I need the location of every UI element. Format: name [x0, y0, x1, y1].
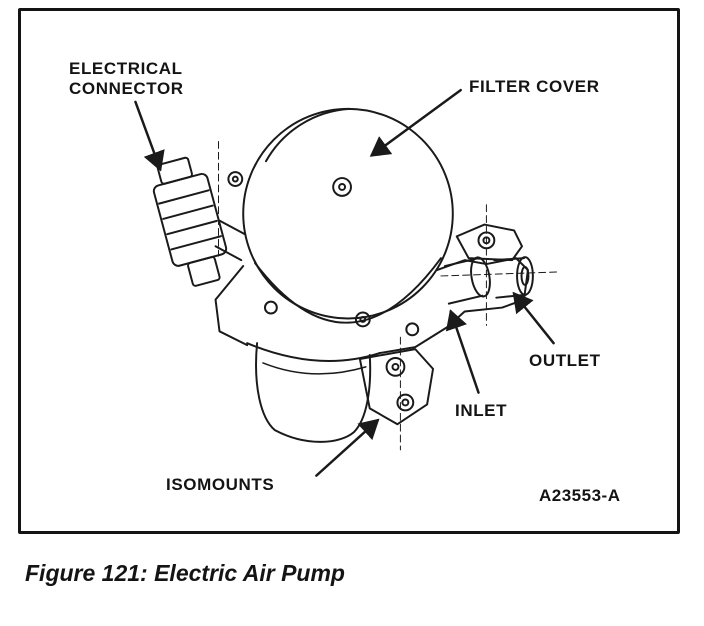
filter-cover-shape [242, 107, 454, 324]
electrical-connector-shape [152, 156, 228, 287]
inlet-tube-shape [443, 256, 491, 305]
leader-filter-cover [369, 88, 462, 157]
label-outlet: OUTLET [529, 351, 601, 370]
label-inlet: INLET [455, 401, 508, 420]
leader-inlet [445, 309, 480, 394]
label-filter-cover: FILTER COVER [469, 77, 600, 96]
motor-housing-shape [255, 342, 372, 443]
label-isomounts: ISOMOUNTS [166, 475, 275, 494]
label-electrical-connector: ELECTRICAL CONNECTOR [69, 59, 184, 99]
figure-frame: ELECTRICAL CONNECTOR FILTER COVER OUTLET… [18, 8, 680, 534]
right-bracket-shape [455, 223, 523, 262]
leader-lines [134, 88, 555, 477]
leader-isomounts [315, 418, 380, 477]
connector-mount-shape [214, 171, 247, 262]
pump-drawing [152, 107, 559, 451]
leader-outlet [512, 291, 555, 345]
leader-electrical-connector [134, 100, 165, 172]
isomount-shape [358, 348, 435, 426]
figure-ref-code: A23553-A [539, 486, 621, 505]
figure-caption: Figure 121: Electric Air Pump [25, 560, 345, 586]
pump-body-shape [214, 257, 529, 362]
air-pump-diagram [134, 88, 559, 477]
